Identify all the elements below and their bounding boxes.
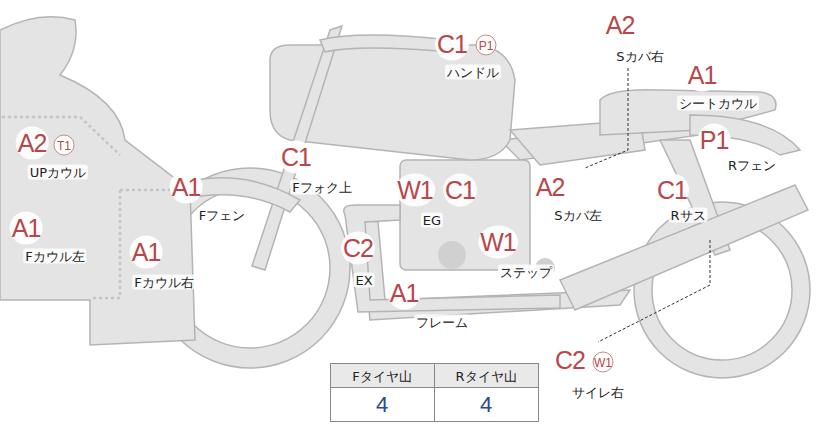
part-name: Fフェン [197,208,247,223]
part-name: UPカウル [28,165,88,180]
part-name: Fカウル左 [23,249,86,264]
damage-code: C2 [341,232,375,265]
part-name: ハンドル [445,65,501,80]
damage-code: W1 [478,226,518,259]
part-name: EG [421,213,443,228]
table-header: Rタイヤ山 [455,370,516,383]
part-name: Sカバ左 [552,208,603,223]
table-header: Fタイヤ山 [352,370,411,383]
part-name: Rサス [668,208,707,223]
sub-code: T1 [54,135,75,156]
part-name: フレーム [414,315,470,330]
table-value: 4 [480,394,492,416]
part-name: シートカウル [677,96,759,111]
table-value: 4 [376,394,388,416]
part-name: Fカウル右 [132,275,195,290]
damage-code: A2 [534,171,567,204]
part-name: Sカバ右 [614,49,665,64]
damage-code: A2 [16,127,49,160]
damage-code: W1 [395,174,435,207]
sub-code: P1 [476,35,497,56]
part-name: Rフェン [726,158,778,173]
damage-code: C1 [435,28,469,61]
damage-code: C1 [279,141,313,174]
damage-code: C1 [443,174,477,207]
damage-code: A1 [130,236,163,269]
damage-code: P1 [698,124,731,157]
damage-code: C2 [553,344,587,377]
part-name: Fフォク上 [290,180,353,195]
damage-code: A1 [388,277,421,310]
damage-code: A1 [10,212,43,245]
damage-code: A2 [604,9,637,42]
damage-code: A1 [686,59,719,92]
part-name: ステップ [498,265,554,280]
sub-code: W1 [593,352,614,373]
part-name: EX [353,273,374,288]
damage-code: A1 [170,171,203,204]
damage-code: C1 [655,174,689,207]
part-name: サイレ右 [570,385,626,400]
